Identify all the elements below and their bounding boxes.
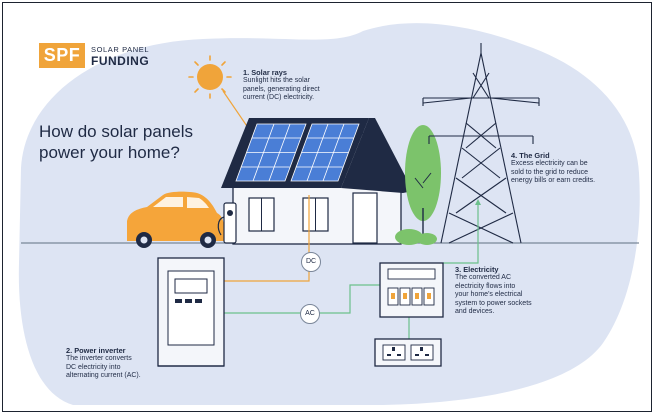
- step-title: 3. Electricity: [455, 265, 499, 274]
- sun-icon: [188, 55, 232, 99]
- pylon-icon: [422, 43, 540, 244]
- step-power-inverter: 2. Power inverter The inverter converts …: [66, 346, 166, 381]
- logo-text-top: SOLAR PANEL: [91, 45, 150, 54]
- step-solar-rays: 1. Solar rays Sunlight hits the solar pa…: [243, 68, 343, 103]
- dc-tag: DC: [301, 252, 321, 272]
- logo-mark: SPF: [39, 43, 85, 68]
- step-line: current (DC) electricity.: [243, 94, 315, 102]
- step-line: The converted AC: [455, 274, 512, 281]
- step-electricity: 3. Electricity The converted AC electric…: [455, 265, 575, 317]
- step-line: electricity flows into: [455, 282, 516, 290]
- ev-charger-icon: [217, 202, 237, 244]
- socket-icon: [374, 338, 442, 367]
- title-line-1: How do solar panels: [39, 122, 194, 141]
- step-title: 1. Solar rays: [243, 68, 287, 77]
- step-line: and devices.: [455, 308, 495, 316]
- ac-tag: AC: [300, 304, 320, 324]
- consumer-unit-icon: [379, 262, 444, 318]
- step-line: panels, generating direct: [243, 85, 320, 93]
- step-title: 2. Power inverter: [66, 346, 126, 355]
- ac-wire-in: [223, 284, 380, 314]
- page-title: How do solar panels power your home?: [39, 121, 239, 163]
- title-line-2: power your home?: [39, 143, 180, 162]
- illustration: [18, 23, 640, 406]
- infographic-frame: SPF SOLAR PANEL FUNDING How do solar pan…: [2, 2, 652, 412]
- step-line: The inverter converts: [66, 355, 132, 362]
- step-line: DC electricity into: [66, 363, 121, 371]
- logo-text-bottom: FUNDING: [91, 54, 150, 68]
- dc-wire: [223, 195, 310, 282]
- step-line: sold to the grid to reduce: [511, 168, 589, 176]
- step-line: Sunlight hits the solar: [243, 77, 310, 84]
- car-icon: [127, 191, 225, 248]
- step-line: Excess electricity can be: [511, 160, 588, 167]
- step-title: 4. The Grid: [511, 151, 550, 160]
- grid-wire: [443, 201, 479, 264]
- step-the-grid: 4. The Grid Excess electricity can be so…: [511, 151, 611, 186]
- step-line: energy bills or earn credits.: [511, 177, 596, 185]
- tree-icon: [395, 125, 441, 245]
- inverter-icon: [157, 257, 225, 367]
- wires: [223, 195, 481, 339]
- step-line: alternating current (AC).: [66, 372, 141, 380]
- step-line: your home's electrical: [455, 291, 523, 299]
- solar-panel-icon: [235, 123, 360, 182]
- step-line: system to power sockets: [455, 299, 532, 307]
